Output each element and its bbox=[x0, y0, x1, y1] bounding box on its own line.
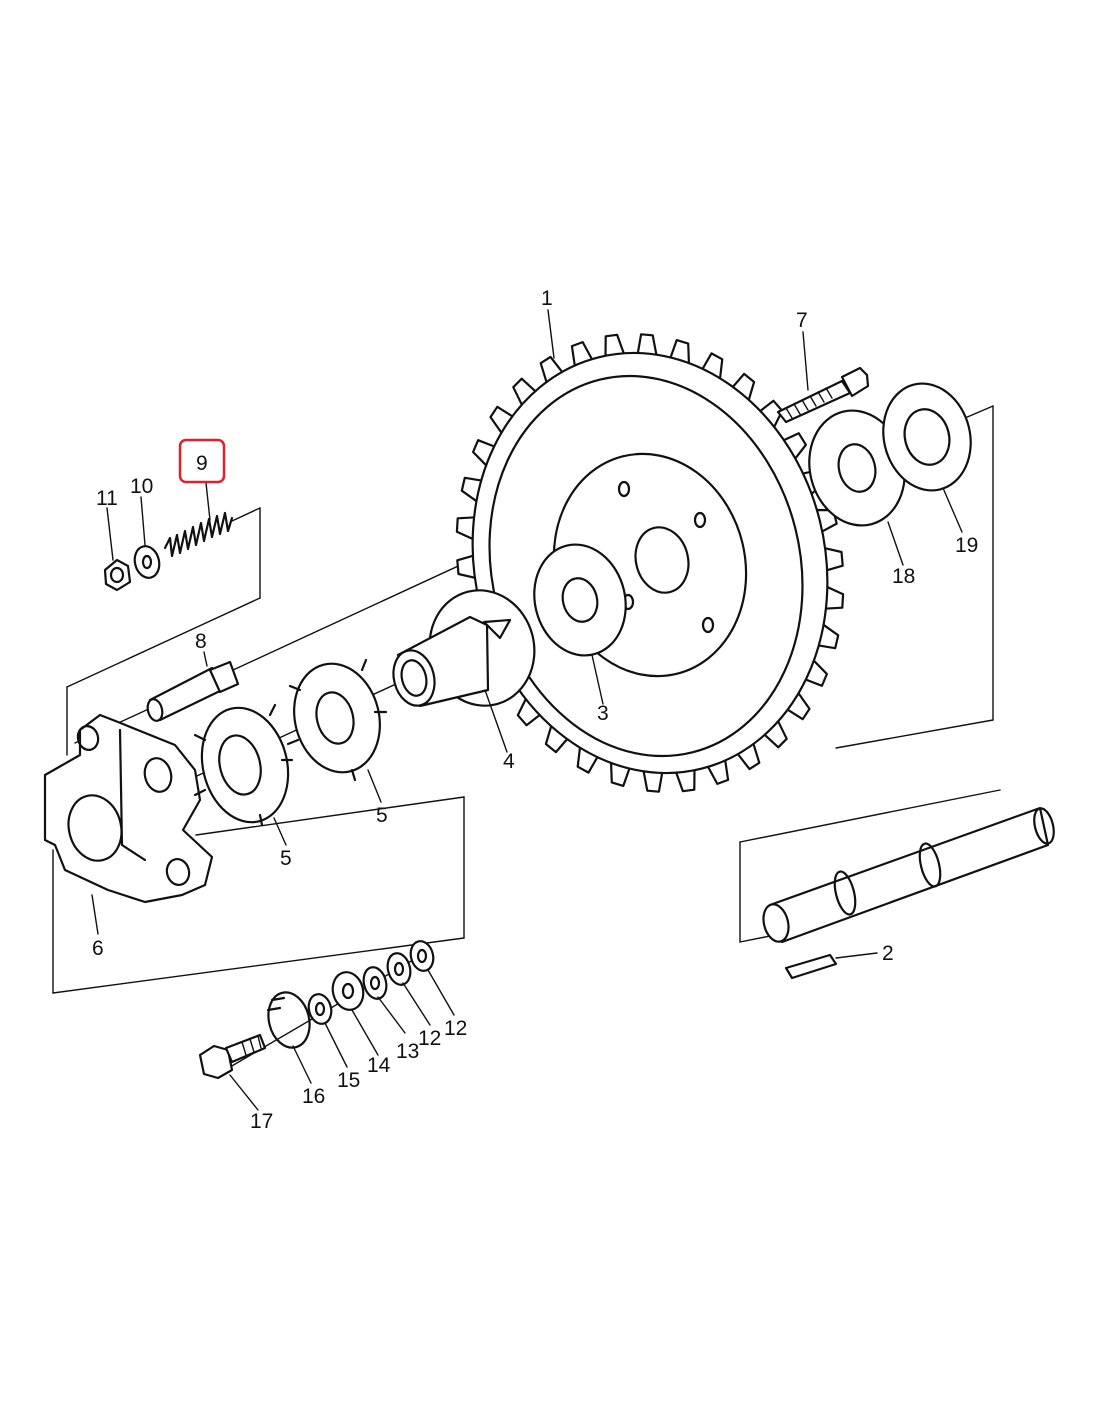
label-part-6: 6 bbox=[92, 937, 104, 960]
washer-15 bbox=[307, 993, 333, 1025]
label-part-14: 14 bbox=[367, 1054, 391, 1077]
label-part-2: 2 bbox=[882, 942, 894, 965]
label-part-5-lower: 5 bbox=[280, 847, 292, 870]
shaft bbox=[762, 806, 1055, 944]
leader-lines bbox=[91, 309, 963, 1111]
label-part-12-inner: 12 bbox=[418, 1027, 441, 1050]
label-part-7: 7 bbox=[796, 309, 808, 332]
label-part-8: 8 bbox=[195, 630, 207, 653]
highlight-box bbox=[178, 438, 226, 484]
label-part-17: 17 bbox=[250, 1110, 273, 1133]
label-part-16: 16 bbox=[302, 1085, 325, 1108]
washer-12b bbox=[409, 940, 435, 972]
ratchet-clutch-b bbox=[286, 658, 388, 782]
group-bracket-washers bbox=[52, 796, 465, 994]
label-part-9: 9 bbox=[196, 452, 208, 475]
label-part-12-outer: 12 bbox=[444, 1017, 467, 1040]
small-washer bbox=[133, 545, 161, 579]
washer-12a bbox=[386, 952, 412, 986]
label-part-1: 1 bbox=[541, 287, 553, 310]
label-part-18: 18 bbox=[892, 565, 915, 588]
label-part-15: 15 bbox=[337, 1069, 360, 1092]
pin bbox=[146, 660, 240, 722]
long-bolt bbox=[776, 366, 870, 424]
hub bbox=[392, 589, 536, 708]
hex-bolt bbox=[198, 1033, 267, 1080]
label-part-19: 19 bbox=[955, 534, 978, 557]
label-part-3: 3 bbox=[597, 702, 609, 725]
label-part-11: 11 bbox=[96, 487, 118, 510]
ratchet-clutch-a bbox=[193, 703, 294, 827]
group-bracket-sprocket bbox=[835, 405, 994, 749]
washer-13 bbox=[362, 966, 388, 1000]
shaft-key bbox=[784, 953, 838, 980]
housing bbox=[43, 713, 214, 904]
washer-18 bbox=[808, 409, 906, 527]
label-part-13: 13 bbox=[396, 1040, 419, 1063]
label-part-10: 10 bbox=[130, 475, 153, 498]
washer-14 bbox=[331, 971, 365, 1011]
lock-nut bbox=[103, 558, 132, 592]
sprocket-washer bbox=[533, 543, 627, 657]
callout-labels: 1 7 9 10 11 8 3 4 5 5 6 18 19 2 12 12 13… bbox=[92, 287, 978, 1133]
label-part-4: 4 bbox=[503, 750, 515, 773]
snap-ring bbox=[266, 991, 311, 1049]
label-part-5-upper: 5 bbox=[376, 804, 388, 827]
spring bbox=[163, 511, 234, 558]
sprocket-gear bbox=[455, 333, 845, 793]
group-bracket-spring bbox=[66, 507, 261, 756]
washer-19 bbox=[882, 382, 972, 492]
